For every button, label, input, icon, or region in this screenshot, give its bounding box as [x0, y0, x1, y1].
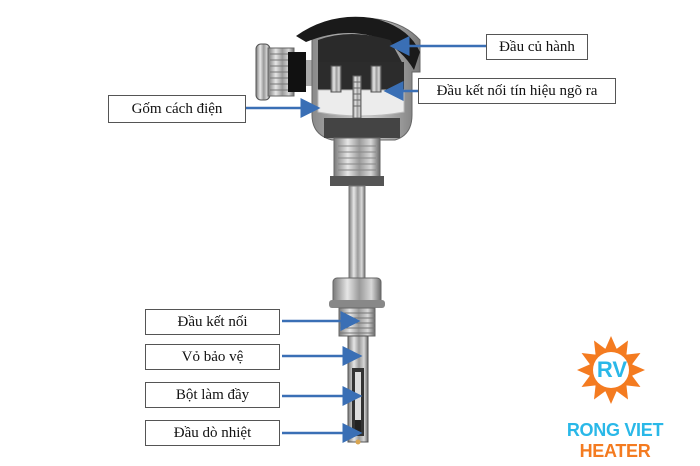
- label-dau-ket-noi-tin-hieu: Đầu kết nối tín hiệu ngõ ra: [418, 78, 616, 104]
- label-dau-cu-hanh: Đầu củ hành: [486, 34, 588, 60]
- logo-initials: RV: [596, 357, 628, 382]
- cable-gland: [255, 43, 314, 101]
- connection-head: [296, 16, 421, 141]
- extension-tube: [348, 185, 366, 283]
- neck-fitting: [330, 137, 384, 186]
- brand-part-1: RONG VIET: [566, 420, 664, 440]
- label-vo-bao-ve: Vỏ bảo vệ: [145, 344, 280, 370]
- callout-arrows: [246, 36, 486, 443]
- label-dau-do-nhiet: Đầu dò nhiệt: [145, 420, 280, 446]
- sun-logo-icon: [577, 336, 645, 404]
- label-bot-lam-day: Bột làm đầy: [145, 382, 280, 408]
- brand-name: RONG VIET HEATER: [530, 420, 700, 462]
- label-gom-cach-dien: Gốm cách điện: [108, 95, 246, 123]
- label-dau-ket-noi: Đầu kết nối: [145, 309, 280, 335]
- protective-sheath: [347, 335, 369, 445]
- hex-fitting: [329, 277, 385, 308]
- brand-part-2: HEATER: [579, 441, 651, 461]
